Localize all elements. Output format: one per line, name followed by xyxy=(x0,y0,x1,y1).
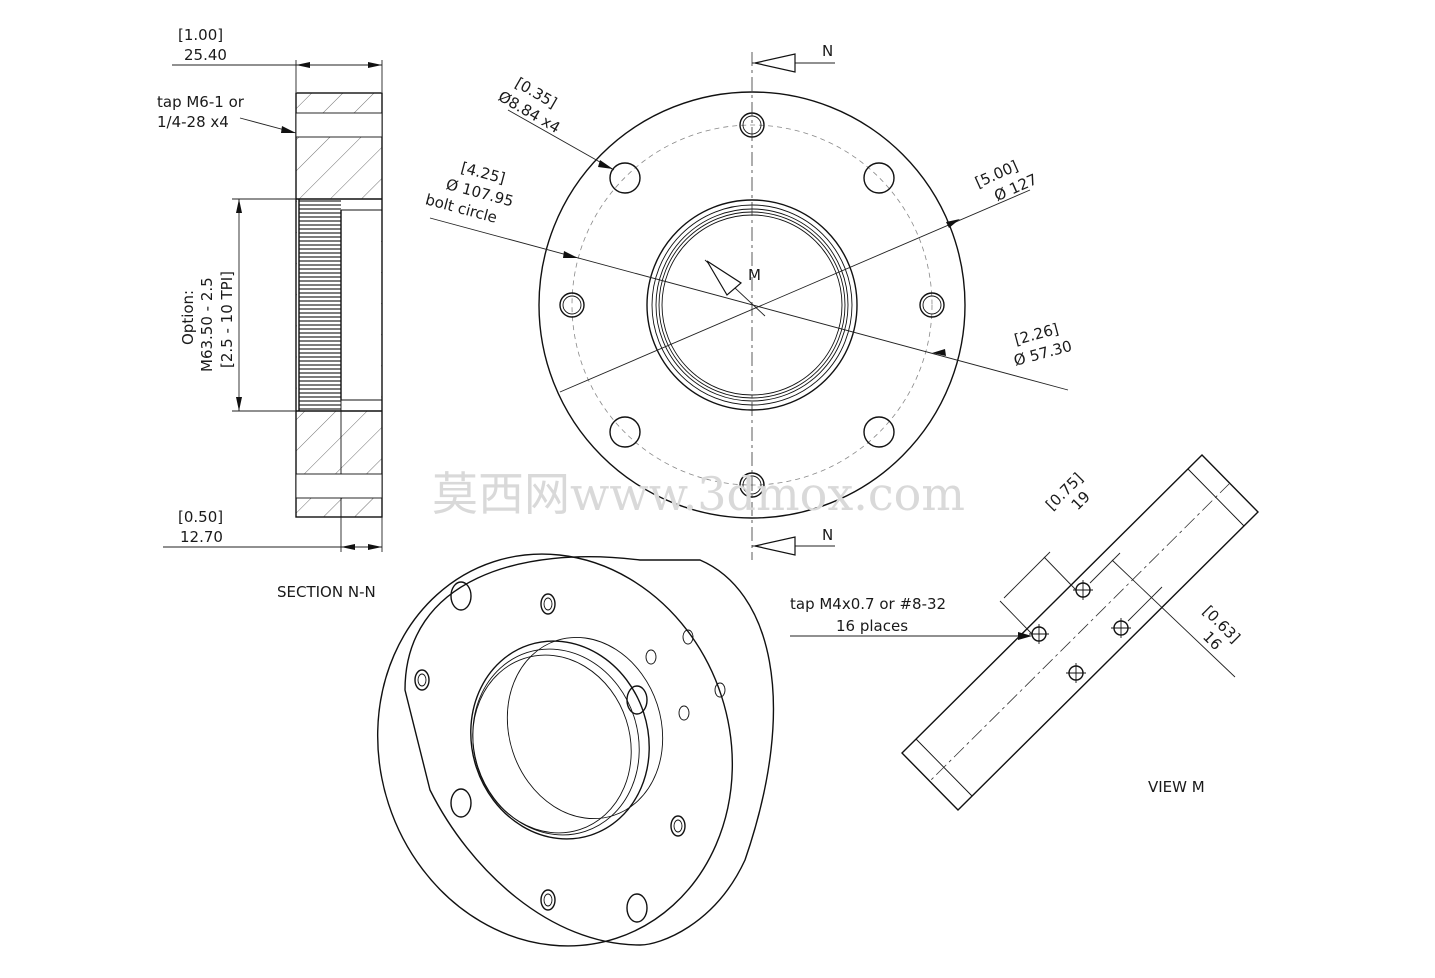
section-mark-bottom: N xyxy=(822,526,833,544)
section-outline xyxy=(295,92,383,518)
section-title: SECTION N-N xyxy=(277,583,376,601)
through-hole-2 xyxy=(863,162,895,194)
iso-hole-2 xyxy=(540,593,556,615)
view-m-tap-label-1: tap M4x0.7 or #8-32 xyxy=(790,595,946,613)
through-hole-3 xyxy=(609,416,641,448)
iso-hole-1 xyxy=(450,581,472,611)
view-m-mark: M xyxy=(748,266,761,284)
section-arrow-bottom xyxy=(754,536,796,556)
view-m-title: VIEW M xyxy=(1148,778,1205,796)
section-depth-mm: 12.70 xyxy=(180,528,223,546)
section-tap-label-2: 1/4-28 x4 xyxy=(157,113,229,131)
section-arrow-top xyxy=(754,53,796,73)
section-option-label-1: Option: xyxy=(179,290,197,345)
view-m-tap-hole-4 xyxy=(1066,663,1086,683)
iso-bore xyxy=(470,640,650,840)
section-option-label-2: M63.50 - 2.5 xyxy=(198,277,216,372)
view-m-outline xyxy=(901,454,1259,811)
iso-hole-6 xyxy=(670,815,686,837)
watermark-text: 莫西网www.3dmox.com xyxy=(432,467,965,521)
through-hole-4 xyxy=(863,416,895,448)
iso-hole-8 xyxy=(626,893,648,923)
section-tapped-hole-bottom xyxy=(295,473,383,499)
section-tap-label-1: tap M6-1 or xyxy=(157,93,245,111)
section-width-mm: 25.40 xyxy=(184,46,227,64)
iso-side-hole-3 xyxy=(714,682,726,698)
section-internal-thread xyxy=(299,199,341,411)
iso-side-hole-4 xyxy=(678,705,690,721)
section-option-label-3: [2.5 - 10 TPI] xyxy=(218,271,236,368)
tapped-hole-left xyxy=(559,292,585,318)
view-m-arrow xyxy=(706,260,743,296)
iso-hole-5 xyxy=(450,788,472,818)
flange-outer-circle xyxy=(538,91,966,519)
iso-hole-7 xyxy=(540,889,556,911)
iso-side-hole-1 xyxy=(682,629,694,645)
iso-side-hole-2 xyxy=(645,649,657,665)
isometric-view xyxy=(376,553,775,947)
view-m-tap-label-2: 16 places xyxy=(836,617,908,635)
tapped-hole-right xyxy=(919,292,945,318)
iso-body xyxy=(404,556,775,946)
iso-front-face xyxy=(376,553,734,947)
section-depth-inch: [0.50] xyxy=(178,508,223,526)
view-m-tap-hole-2 xyxy=(1111,618,1131,638)
iso-hole-3 xyxy=(414,669,430,691)
section-width-inch: [1.00] xyxy=(178,26,223,44)
section-tapped-hole-top xyxy=(295,112,383,138)
view-m-centerline xyxy=(929,482,1231,782)
iso-hole-4 xyxy=(626,685,648,715)
through-hole-1 xyxy=(609,162,641,194)
section-mark-top: N xyxy=(822,42,833,60)
section-nn-view: [1.00] 25.40 tap M6-1 or 1/4-28 x4 Optio… xyxy=(157,26,383,601)
